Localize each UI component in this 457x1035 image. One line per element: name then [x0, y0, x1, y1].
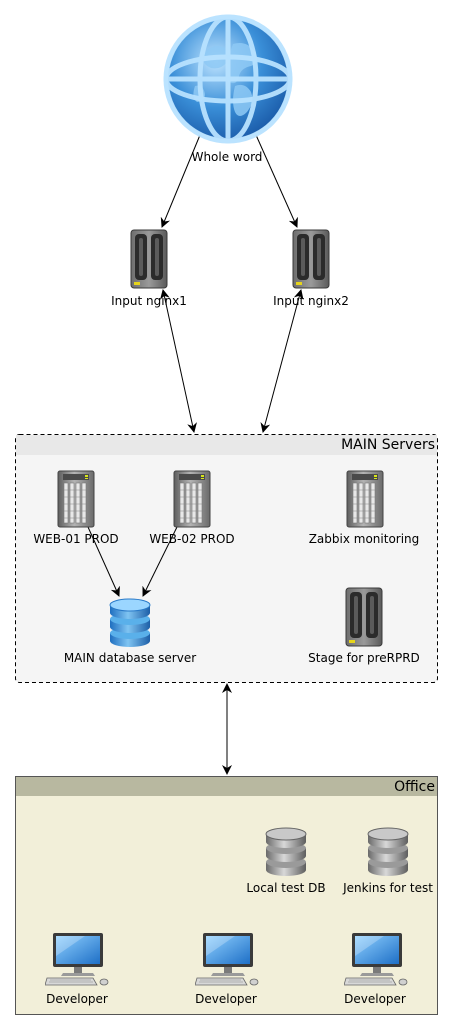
- office-title: Office: [394, 779, 435, 795]
- node-web01[interactable]: WEB-01 PROD: [33, 470, 119, 546]
- node-label-maindb: MAIN database server: [64, 651, 196, 665]
- database-icon: [109, 598, 151, 647]
- node-web02[interactable]: WEB-02 PROD: [149, 470, 235, 546]
- node-dev3[interactable]: Developer: [344, 932, 408, 1006]
- node-internet[interactable]: Whole word: [166, 17, 290, 164]
- database-icon: [367, 827, 409, 876]
- edge-web02-maindb: [142, 526, 178, 597]
- node-label-internet: Whole word: [192, 150, 263, 164]
- node-label-dev2: Developer: [195, 992, 257, 1006]
- nas-server-icon: [130, 229, 168, 289]
- node-label-web02: WEB-02 PROD: [149, 532, 234, 546]
- node-label-web01: WEB-01 PROD: [33, 532, 118, 546]
- node-label-nginx2: Input nginx2: [273, 294, 349, 308]
- node-maindb[interactable]: MAIN database server: [64, 598, 196, 665]
- nas-server-icon: [345, 587, 383, 647]
- main-servers-header: [16, 435, 437, 455]
- edge-internet-nginx2: [255, 134, 298, 228]
- node-dev2[interactable]: Developer: [195, 932, 259, 1006]
- node-nginx2[interactable]: Input nginx2: [273, 229, 349, 308]
- edges: [87, 134, 304, 775]
- main-servers-title: MAIN Servers: [341, 437, 435, 453]
- office-header: [16, 777, 437, 796]
- nas-server-icon: [292, 229, 330, 289]
- node-stage[interactable]: Stage for preRPRD: [308, 587, 420, 665]
- node-label-stage: Stage for preRPRD: [308, 651, 420, 665]
- node-dev1[interactable]: Developer: [45, 932, 109, 1006]
- node-label-dev1: Developer: [46, 992, 108, 1006]
- edge-web01-maindb: [87, 526, 120, 597]
- database-icon: [265, 827, 307, 876]
- edge-nginx2-main: [260, 289, 304, 433]
- globe-icon: [166, 17, 290, 141]
- node-label-nginx1: Input nginx1: [111, 294, 187, 308]
- tower-server-icon: [173, 470, 211, 528]
- node-zabbix[interactable]: Zabbix monitoring: [309, 470, 420, 546]
- edge-internet-nginx1: [160, 134, 201, 228]
- node-label-localdb: Local test DB: [246, 881, 325, 895]
- tower-server-icon: [346, 470, 384, 528]
- node-label-jenkins: Jenkins for test: [342, 881, 433, 895]
- tower-server-icon: [57, 470, 95, 528]
- node-label-zabbix: Zabbix monitoring: [309, 532, 420, 546]
- edge-nginx1-main: [160, 289, 197, 433]
- node-label-dev3: Developer: [344, 992, 406, 1006]
- node-jenkins[interactable]: Jenkins for test: [342, 827, 433, 895]
- node-nginx1[interactable]: Input nginx1: [111, 229, 187, 308]
- node-localdb[interactable]: Local test DB: [246, 827, 326, 895]
